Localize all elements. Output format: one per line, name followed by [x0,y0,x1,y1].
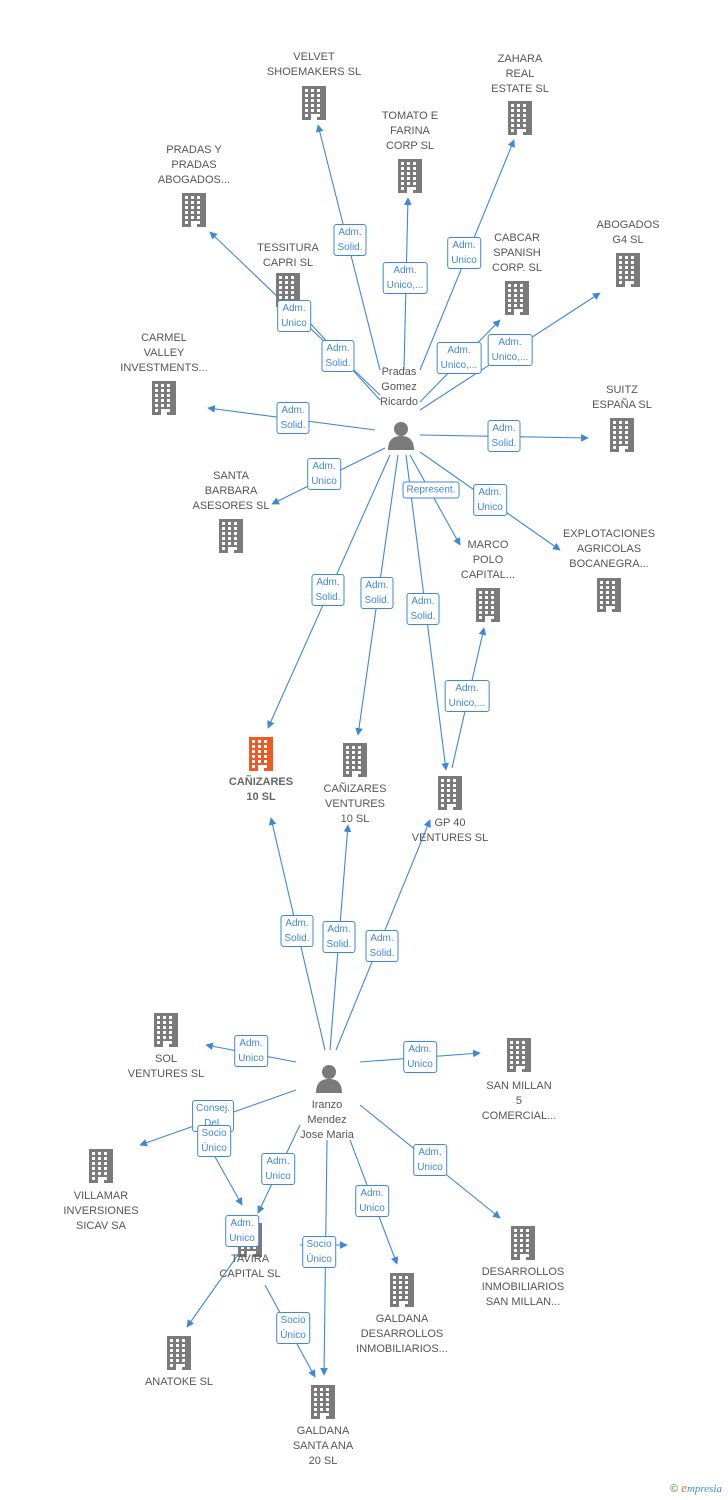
relation-label[interactable]: Adm. Unico,... [444,680,490,712]
relation-label[interactable]: Adm. Unico [355,1185,389,1217]
building-icon[interactable] [510,1226,536,1265]
copyright-symbol: © [670,1483,679,1495]
building-icon[interactable] [507,101,533,140]
relation-label[interactable]: Adm. Unico [473,484,507,516]
node-label-tomato[interactable]: TOMATO E FARINA CORP SL [381,110,439,152]
building-icon[interactable] [301,86,327,125]
building-icon[interactable] [248,737,274,776]
relation-label[interactable]: Adm. Solid. [487,420,521,452]
person-icon[interactable] [314,1063,344,1098]
building-icon[interactable] [504,281,530,320]
relation-label[interactable]: Socio Único [302,1236,336,1268]
relation-label[interactable]: Adm. Unico [277,300,311,332]
relation-label[interactable]: Adm. Unico,... [436,342,482,374]
relation-label[interactable]: Adm. Solid. [333,224,367,256]
node-label-pradas-y-pradas[interactable]: PRADAS Y PRADAS ABOGADOS... [157,144,231,186]
node-label-galdana-santa-ana[interactable]: GALDANA SANTA ANA 20 SL [292,1425,354,1467]
building-icon[interactable] [151,381,177,420]
building-icon[interactable] [153,1013,179,1052]
relation-label[interactable]: Adm. Unico [413,1144,447,1176]
relation-label[interactable]: Adm. Unico,... [382,262,428,294]
node-label-tessitura[interactable]: TESSITURA CAPRI SL [257,242,319,269]
building-icon[interactable] [88,1149,114,1188]
node-label-pradas-gomez[interactable]: Pradas Gomez Ricardo [380,366,418,408]
building-icon[interactable] [389,1273,415,1312]
brand-logo-first: e [681,1480,687,1495]
building-icon[interactable] [475,588,501,627]
footer-credit: ©empresia [670,1480,722,1496]
relation-label[interactable]: Socio Único [197,1125,231,1157]
relation-label[interactable]: Adm. Unico [447,237,481,269]
building-icon[interactable] [310,1385,336,1424]
node-label-sol-ventures[interactable]: SOL VENTURES SL [127,1053,205,1080]
node-label-iranzo-mendez[interactable]: Iranzo Mendez Jose Maria [300,1099,354,1141]
edge-pradas_gomez-to-marco_polo [409,454,461,546]
relation-label[interactable]: Adm. Solid. [280,915,314,947]
node-label-canizares-10[interactable]: CAÑIZARES 10 SL [228,776,294,803]
node-label-zahara[interactable]: ZAHARA REAL ESTATE SL [491,53,549,95]
building-icon[interactable] [397,159,423,198]
relation-label[interactable]: Represent. [402,481,460,499]
edge-tavira-to-anatoke [186,1251,241,1328]
node-label-galdana-desarrollos[interactable]: GALDANA DESARROLLOS INMOBILIARIOS... [356,1313,448,1355]
node-label-suitz[interactable]: SUITZ ESPAÑA SL [592,384,652,411]
brand-logo-rest: mpresia [686,1483,722,1495]
building-icon[interactable] [596,578,622,617]
node-label-anatoke[interactable]: ANATOKE SL [144,1376,214,1388]
relation-label[interactable]: Adm. Unico [225,1215,259,1247]
node-label-san-millan-5[interactable]: SAN MILLAN 5 COMERCIAL... [481,1080,557,1122]
node-label-tavira[interactable]: TAVIRA CAPITAL SL [219,1253,281,1280]
node-label-explotaciones[interactable]: EXPLOTACIONES AGRICOLAS BOCANEGRA... [562,528,656,570]
relation-label[interactable]: Adm. Solid. [365,930,399,962]
node-label-cabcar[interactable]: CABCAR SPANISH CORP. SL [492,232,542,274]
building-icon[interactable] [609,418,635,457]
node-label-canizares-ventures[interactable]: CAÑIZARES VENTURES 10 SL [323,783,387,825]
node-label-desarrollos-san-millan[interactable]: DESARROLLOS INMOBILIARIOS SAN MILLAN... [481,1266,565,1308]
node-label-gp40[interactable]: GP 40 VENTURES SL [411,817,489,844]
relation-label[interactable]: Adm. Unico [307,458,341,490]
relation-label[interactable]: Adm. Unico,... [487,334,533,366]
relation-label[interactable]: Socio Único [276,1312,310,1344]
node-label-velvet[interactable]: VELVET SHOEMAKERS SL [266,51,362,78]
building-icon[interactable] [166,1336,192,1375]
relation-label[interactable]: Adm. Unico [403,1041,437,1073]
relation-label[interactable]: Adm. Solid. [311,574,345,606]
building-icon[interactable] [506,1038,532,1077]
relation-label[interactable]: Adm. Unico [261,1153,295,1185]
relation-label[interactable]: Adm. Solid. [406,593,440,625]
node-label-carmel[interactable]: CARMEL VALLEY INVESTMENTS... [120,332,208,374]
building-icon[interactable] [615,253,641,292]
node-label-marco-polo[interactable]: MARCO POLO CAPITAL... [460,539,516,581]
person-icon[interactable] [386,420,416,455]
building-icon[interactable] [437,776,463,815]
building-icon[interactable] [181,193,207,232]
relation-label[interactable]: Adm. Solid. [276,402,310,434]
building-icon[interactable] [342,743,368,782]
building-icon[interactable] [218,519,244,558]
node-label-abogados-g4[interactable]: ABOGADOS G4 SL [596,219,660,246]
relation-label[interactable]: Adm. Solid. [321,340,355,372]
relation-label[interactable]: Adm. Unico [234,1035,268,1067]
relation-label[interactable]: Adm. Solid. [360,577,394,609]
relation-label[interactable]: Adm. Solid. [322,921,356,953]
node-label-villamar[interactable]: VILLAMAR INVERSIONES SICAV SA [63,1190,139,1232]
node-label-santa-barbara[interactable]: SANTA BARBARA ASESORES SL [192,470,270,512]
